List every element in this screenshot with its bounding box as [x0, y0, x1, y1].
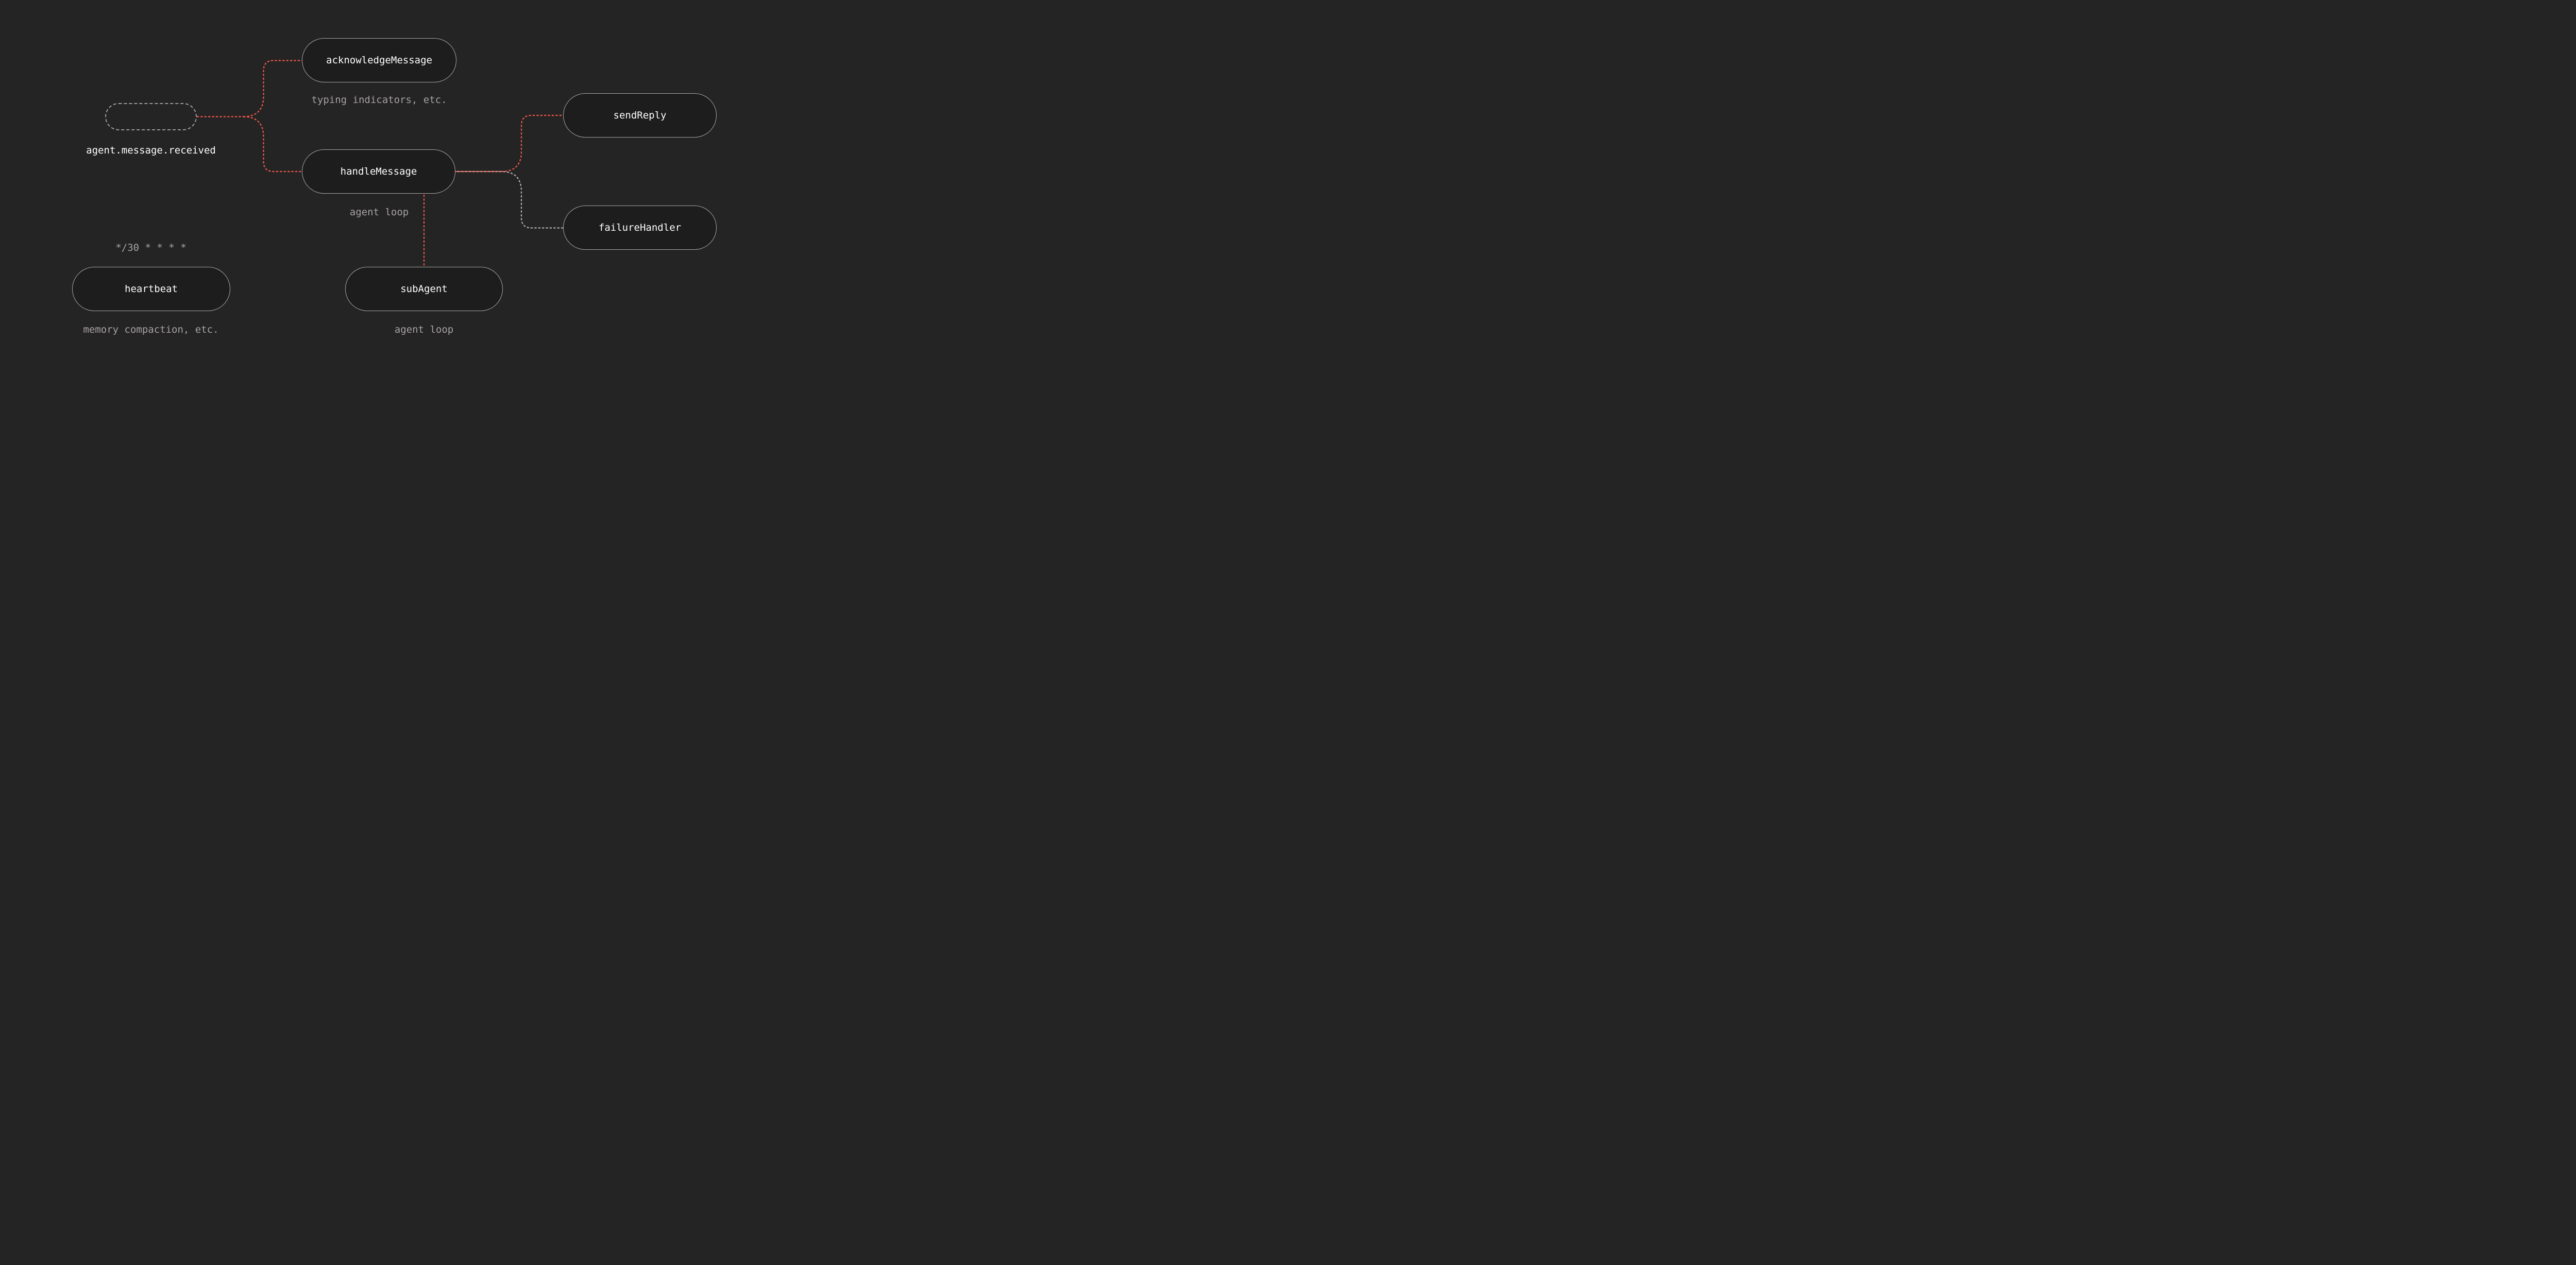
caption-agent-loop-sub-agent: agent loop — [394, 324, 454, 335]
edge-handlemessage-to-sendreply — [455, 114, 563, 173]
node-acknowledge-message[interactable]: acknowledgeMessage — [302, 38, 456, 82]
node-failure-handler-label: failureHandler — [598, 222, 682, 233]
caption-memory-compaction: memory compaction, etc. — [83, 324, 219, 335]
heartbeat-cron-schedule: */30 * * * * — [115, 242, 187, 253]
edge-handlemessage-to-failurehandler — [455, 170, 563, 229]
node-handle-message-label: handleMessage — [340, 166, 417, 177]
node-send-reply-label: sendReply — [613, 110, 667, 121]
node-send-reply[interactable]: sendReply — [563, 93, 717, 138]
edge-layer — [197, 60, 563, 266]
edge-trigger-to-acknowledge — [243, 60, 302, 117]
caption-agent-loop-handle-message: agent loop — [349, 207, 409, 218]
trigger-event-label: agent.message.received — [86, 145, 216, 156]
node-heartbeat-label: heartbeat — [125, 283, 178, 295]
edge-trigger-to-handlemessage — [243, 116, 302, 173]
node-heartbeat[interactable]: heartbeat — [72, 267, 230, 311]
node-sub-agent-label: subAgent — [400, 283, 448, 295]
workflow-diagram-canvas: agent.message.received acknowledgeMessag… — [0, 0, 791, 380]
node-failure-handler[interactable]: failureHandler — [563, 206, 717, 250]
trigger-event-pill[interactable] — [105, 103, 197, 130]
node-acknowledge-message-label: acknowledgeMessage — [326, 55, 432, 66]
node-handle-message[interactable]: handleMessage — [302, 149, 455, 194]
caption-typing-indicators: typing indicators, etc. — [311, 94, 447, 106]
node-sub-agent[interactable]: subAgent — [345, 267, 503, 311]
